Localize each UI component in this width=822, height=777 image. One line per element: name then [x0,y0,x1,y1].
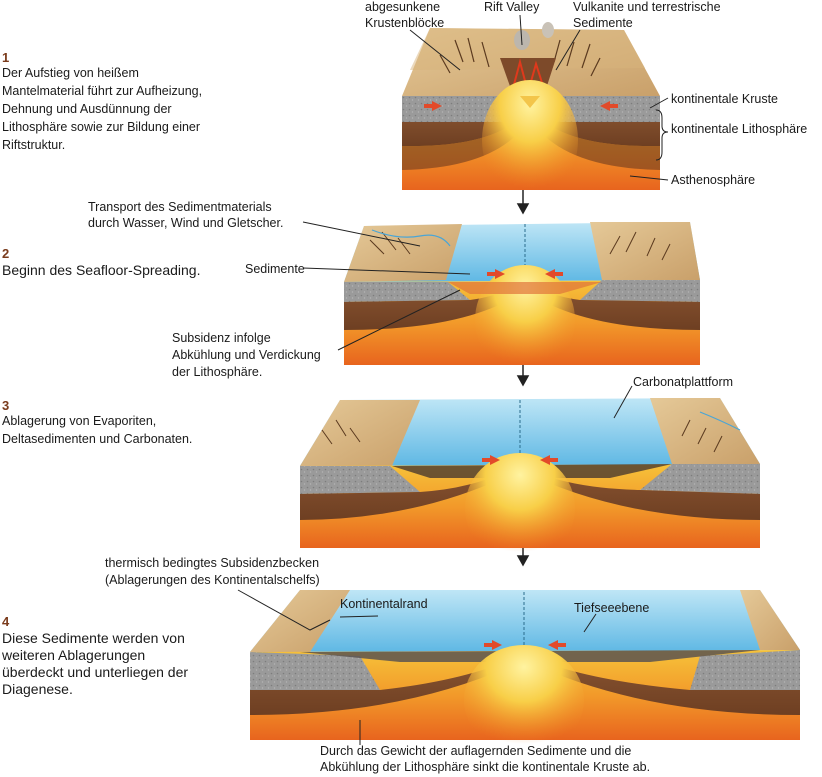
label-sedimente: Sedimente [245,262,305,276]
block-1 [402,22,660,200]
label-vulkanite-2: Sedimente [573,16,633,30]
step-1-line-2: Mantelmaterial führt zur Aufheizung, [2,84,203,98]
block-3 [300,398,760,563]
label-vulkanite-1: Vulkanite und terrestrische [573,0,721,14]
block-4 [250,590,800,755]
label-transport-1: Transport des Sedimentmaterials [88,200,272,214]
step-3-line-2: Deltasedimenten und Carbonaten. [2,432,193,446]
step-1-line-4: Lithosphäre sowie zur Bildung einer [2,120,201,134]
label-thermisch-2: (Ablagerungen des Kontinentalschelfs) [105,573,320,587]
step-2-line-1: Beginn des Seafloor-Spreading. [2,262,201,278]
leader-lines [237,14,669,745]
label-kontinentalrand: Kontinentalrand [340,597,428,611]
step-2-number: 2 [2,246,10,261]
label-kontinentale-kruste: kontinentale Kruste [671,92,779,106]
step-1-line-5: Riftstruktur. [2,138,66,152]
step-4-line-2: weiteren Ablagerungen [2,647,146,663]
step-4-number: 4 [2,614,10,629]
label-bottom-1: Durch das Gewicht der auflagernden Sedim… [320,744,632,758]
step-1-line-1: Der Aufstieg von heißem [2,66,139,80]
label-subsidenz-1: Subsidenz infolge [172,331,271,345]
label-tiefseeebene: Tiefseeebene [574,601,650,615]
step-1-line-3: Dehnung und Ausdünnung der [2,102,172,116]
step-3-line-1: Ablagerung von Evaporiten, [2,414,157,428]
label-asthenosphaere: Asthenosphäre [671,173,756,187]
label-abgesunkene-2: Krustenblöcke [365,16,445,30]
label-subsidenz-3: der Lithosphäre. [172,365,263,379]
label-carbonatplattform: Carbonatplattform [633,375,734,389]
label-bottom-2: Abkühlung der Lithosphäre sinkt die kont… [320,760,651,774]
step-4-line-3: überdeckt und unterliegen der [2,664,189,680]
label-transport-2: durch Wasser, Wind und Gletscher. [88,216,284,230]
label-rift-valley: Rift Valley [484,0,540,14]
label-subsidenz-2: Abkühlung und Verdickung [172,348,321,362]
block-2 [344,222,700,375]
step-4-line-4: Diagenese. [2,681,73,697]
step-3-number: 3 [2,398,10,413]
label-abgesunkene-1: abgesunkene [365,0,441,14]
label-thermisch-1: thermisch bedingtes Subsidenzbecken [105,556,320,570]
step-1-number: 1 [2,50,10,65]
label-kontinentale-lithosphaere: kontinentale Lithosphäre [671,122,808,136]
step-4-line-1: Diese Sedimente werden von [2,630,185,646]
